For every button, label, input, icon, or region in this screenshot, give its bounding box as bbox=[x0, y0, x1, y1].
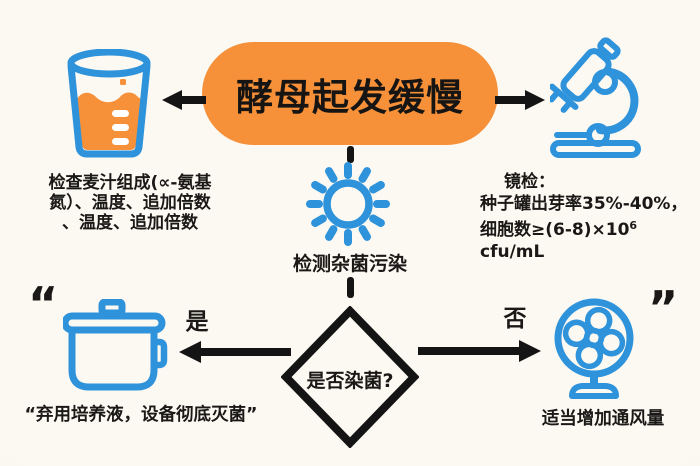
no-label: 否 bbox=[503, 306, 527, 332]
right-branch-line: 细胞数≥(6-8)×106 cfu/mL bbox=[480, 219, 638, 262]
microscope-icon bbox=[550, 37, 641, 158]
arrow-right-icon bbox=[495, 90, 545, 110]
fan-icon bbox=[554, 298, 634, 399]
fan-caption: 适当增加通风量 bbox=[541, 409, 665, 429]
right-branch-text: 镜检： 种子罐出芽率35%-40%， 细胞数≥(6-8)×106 cfu/mL bbox=[480, 171, 698, 263]
decision-diamond bbox=[281, 306, 419, 448]
beaker-icon bbox=[67, 49, 151, 158]
left-branch-line: 、温度、追加倍数 bbox=[62, 213, 198, 233]
decision-label: 是否染菌? bbox=[306, 370, 394, 392]
pot-caption: “弃用培养液，设备彻底灭菌” bbox=[24, 405, 258, 425]
right-branch-line: 镜检： bbox=[504, 172, 555, 192]
yes-label: 是 bbox=[185, 309, 209, 335]
arrow-to-pot-icon bbox=[179, 341, 291, 363]
title-pill: 酵母起发缓慢 bbox=[202, 42, 498, 145]
left-branch-text: 检查麦汁组成(∝-氨基 氮）、温度、追加倍数 、温度、追加倍数 bbox=[12, 173, 248, 233]
connector-dash bbox=[347, 146, 354, 163]
open-quote: “ bbox=[28, 277, 59, 331]
connector-dash bbox=[347, 277, 354, 298]
left-branch-line: 氮）、温度、追加倍数 bbox=[49, 193, 211, 213]
right-branch-line: 种子罐出芽率35%-40%， bbox=[480, 194, 688, 214]
arrow-to-fan-icon bbox=[418, 340, 541, 362]
center-check-label: 检测杂菌污染 bbox=[292, 253, 407, 275]
close-quote: ” bbox=[648, 281, 679, 335]
sun-icon bbox=[306, 162, 390, 246]
superscript: 6 bbox=[629, 219, 638, 232]
arrow-left-icon bbox=[162, 90, 206, 110]
page-title: 酵母起发缓慢 bbox=[236, 75, 464, 119]
pot-icon bbox=[63, 299, 168, 391]
left-branch-line: 检查麦汁组成(∝-氨基 bbox=[48, 173, 212, 193]
